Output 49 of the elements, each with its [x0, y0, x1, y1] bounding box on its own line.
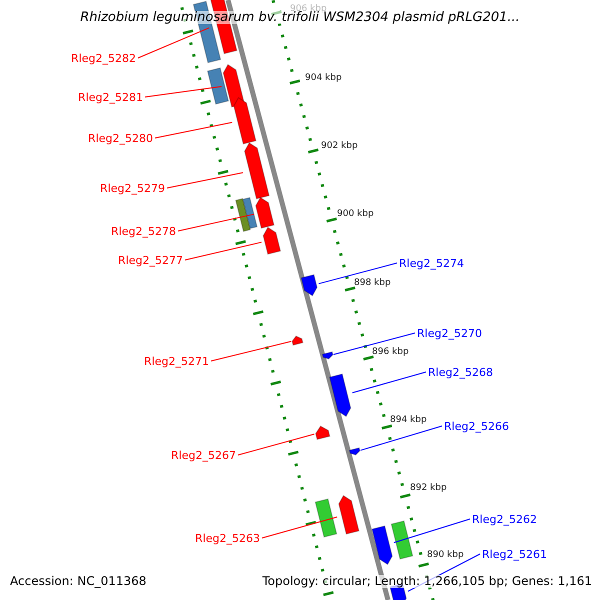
leader-line — [144, 86, 222, 98]
leader-line — [238, 434, 315, 456]
gene-label: Rleg2_5274 — [399, 256, 464, 270]
gene-label: Rleg2_5263 — [195, 532, 260, 544]
gene-label: Rleg2_5281 — [78, 90, 143, 104]
scale-label: 904 kbp — [305, 72, 342, 85]
gene-label: Rleg2_5262 — [472, 512, 537, 526]
gene-block — [322, 351, 334, 360]
leader-line — [360, 426, 442, 451]
scale-label: 898 kbp — [354, 277, 391, 290]
gene-label: Rleg2_5270 — [417, 326, 482, 340]
leader-line — [333, 332, 416, 356]
info-text: Accession: NC_011368 — [10, 575, 146, 588]
gene-block — [315, 426, 330, 440]
scale-label: 894 kbp — [390, 414, 427, 427]
scale-label: 890 kbp — [427, 549, 464, 562]
gene-label: Rleg2_5282 — [71, 52, 136, 64]
leader-line — [138, 27, 210, 58]
scale-label: 900 kbp — [337, 208, 374, 221]
gene-block — [292, 336, 304, 346]
gene-label: Rleg2_5277 — [118, 254, 183, 266]
gene-label: Rleg2_5261 — [482, 548, 547, 560]
gene-label: Rleg2_5278 — [111, 224, 176, 238]
scale-label: 902 kbp — [321, 140, 358, 153]
gene-label: Rleg2_5280 — [88, 132, 153, 144]
leader-line — [352, 372, 426, 394]
gene-block — [348, 447, 360, 456]
gene-label: Rleg2_5267 — [171, 448, 236, 462]
gene-label: Rleg2_5268 — [428, 366, 493, 378]
leader-line — [210, 340, 292, 362]
gene-block — [300, 274, 318, 296]
leader-line — [154, 122, 233, 138]
gene-label: Rleg2_5266 — [444, 420, 509, 432]
info-text: Topology: circular; Length: 1,266,105 bp; Genes: 1,161 — [262, 575, 592, 588]
scale-label: 892 kbp — [410, 482, 447, 495]
gene-label: Rleg2_5271 — [144, 354, 209, 368]
gene-block — [338, 494, 360, 535]
gene-block — [329, 373, 352, 418]
leader-line — [184, 242, 262, 260]
gene-block — [371, 525, 393, 566]
scale-label: 896 kbp — [372, 346, 409, 359]
gene-block — [233, 96, 256, 144]
leader-line — [166, 172, 244, 188]
gene-block — [262, 226, 282, 255]
gene-label: Rleg2_5279 — [100, 182, 165, 194]
leader-line — [393, 518, 470, 544]
leader-line — [318, 262, 398, 284]
gene-block — [255, 196, 275, 229]
leader-line — [262, 516, 338, 538]
